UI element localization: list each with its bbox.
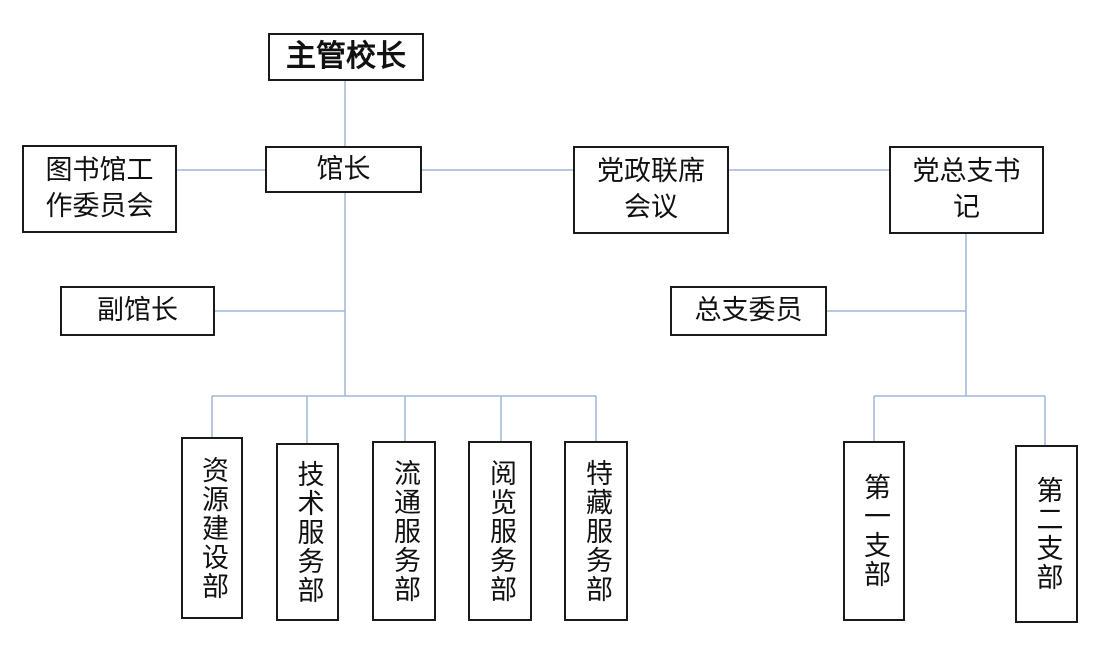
branch-label: 第一支部 — [859, 473, 890, 589]
department-label: 阅览服务部 — [485, 458, 516, 604]
branch-box-second: 第二支部 — [1015, 445, 1078, 623]
party-secretary-label-line-2: 记 — [953, 192, 980, 223]
committee-label-line-1: 图书馆工 — [45, 155, 154, 186]
director-box: 馆长 — [265, 146, 422, 193]
committee-box: 图书馆工 作委员会 — [22, 145, 177, 233]
department-box-reading: 阅览服务部 — [468, 441, 532, 621]
department-label: 资源建设部 — [197, 455, 228, 601]
party-secretary-label-line-1: 党总支书 — [912, 156, 1021, 187]
branch-label: 第二支部 — [1031, 476, 1063, 592]
department-box-technical: 技术服务部 — [276, 443, 339, 621]
department-label: 流通服务部 — [389, 458, 420, 604]
branch-members-label: 总支委员 — [694, 295, 803, 326]
deputy-director-label: 副馆长 — [97, 295, 178, 326]
party-secretary-box: 党总支书 记 — [889, 146, 1044, 234]
joint-meeting-label-line-2: 会议 — [624, 192, 678, 223]
deputy-director-box: 副馆长 — [60, 286, 215, 336]
branch-box-first: 第一支部 — [843, 441, 905, 621]
principal-box: 主管校长 — [268, 33, 424, 81]
committee-label-line-2: 作委员会 — [45, 191, 154, 222]
department-box-special-collections: 特藏服务部 — [564, 441, 628, 621]
joint-meeting-box: 党政联席 会议 — [573, 146, 729, 234]
principal-label: 主管校长 — [286, 39, 406, 74]
director-label: 馆长 — [316, 153, 371, 185]
branch-members-box: 总支委员 — [670, 286, 827, 336]
department-label: 特藏服务部 — [581, 458, 612, 604]
joint-meeting-label-line-1: 党政联席 — [597, 156, 705, 187]
department-label: 技术服务部 — [292, 459, 324, 605]
department-box-resource: 资源建设部 — [181, 437, 243, 619]
department-box-circulation: 流通服务部 — [372, 441, 436, 621]
